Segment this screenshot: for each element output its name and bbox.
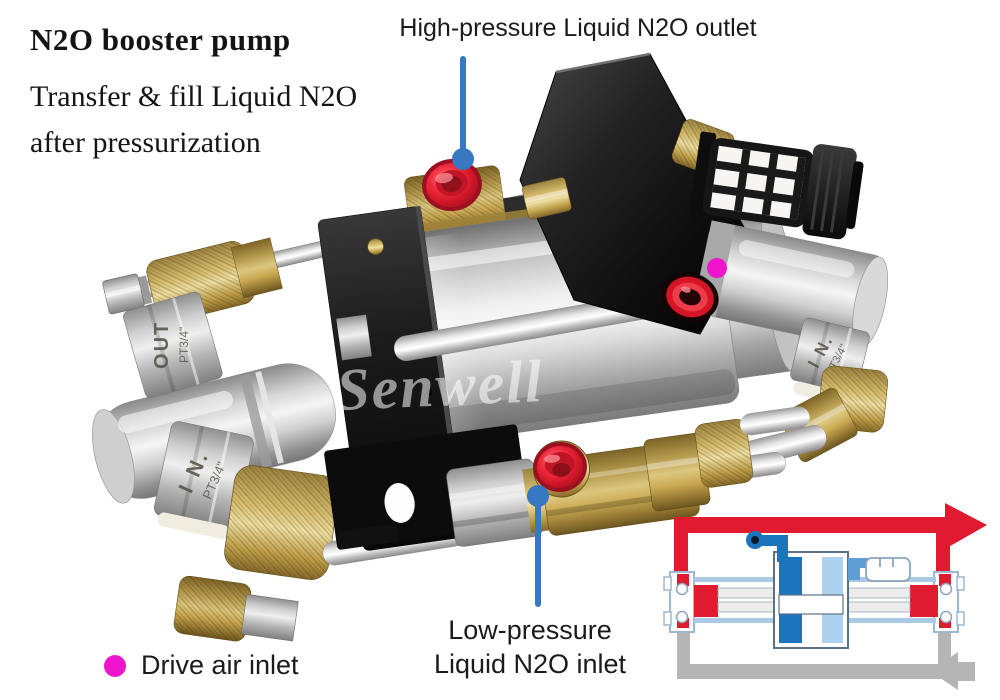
- high-pressure-outlet-label: High-pressure Liquid N2O outlet: [399, 14, 757, 42]
- schematic-outlet-path: [674, 503, 987, 575]
- inlet-valve-assembly: [446, 406, 810, 547]
- air-valve-box: [519, 52, 753, 335]
- out-port-size-stamp: PT3/4": [177, 327, 191, 363]
- tie-rod-brass-nut: [522, 177, 572, 220]
- page-subtitle: Transfer & fill Liquid N2O after pressur…: [30, 74, 357, 166]
- pump-photo: OUT PT3/4" I N. PT3/4": [92, 52, 889, 642]
- low-pressure-inlet-label: Low-pressure Liquid N2O inlet: [398, 613, 662, 681]
- right-cylinder: [692, 220, 889, 348]
- inlet-port-red-cap: [533, 441, 587, 493]
- inlet-callout-line: [527, 485, 549, 607]
- schematic-air-inlet: [746, 531, 788, 562]
- low-pressure-inlet-line-2: Liquid N2O inlet: [433, 649, 627, 679]
- schematic-air-inlet-dot: [751, 536, 759, 544]
- drive-air-inlet-label: Drive air inlet: [141, 650, 299, 680]
- schematic-exhaust-path: [677, 626, 975, 690]
- outlet-callout-line: [452, 56, 474, 170]
- drive-air-legend-dot: [104, 655, 126, 677]
- subtitle-line-2: after pressurization: [30, 126, 261, 159]
- gauge-port-red-cap: [661, 272, 719, 322]
- subtitle-line-1: Transfer & fill Liquid N2O: [30, 80, 358, 113]
- left-inlet-brass-elbow: [224, 465, 339, 580]
- drive-air-marker-dot: [707, 258, 727, 278]
- outlet-hex-fitting: OUT PT3/4": [123, 291, 223, 399]
- left-inlet-hex-fitting: I N. PT3/4": [153, 421, 254, 539]
- pump-schematic: [663, 503, 987, 690]
- outlet-port-red-cap: [422, 158, 482, 212]
- exhaust-arrow-icon: [930, 652, 975, 690]
- outlet-arrow-icon: [945, 503, 987, 549]
- schematic-pilot-muffler: [848, 557, 911, 582]
- schematic-air-piston: [773, 551, 849, 649]
- drive-air-brass-elbow: [173, 575, 299, 642]
- page-title: N2O booster pump: [30, 22, 291, 57]
- low-pressure-inlet-line-1: Low-pressure: [448, 615, 612, 645]
- out-port-stamp: OUT: [151, 321, 173, 369]
- air-muffler: [689, 131, 864, 240]
- schematic-check-valves: [675, 582, 953, 624]
